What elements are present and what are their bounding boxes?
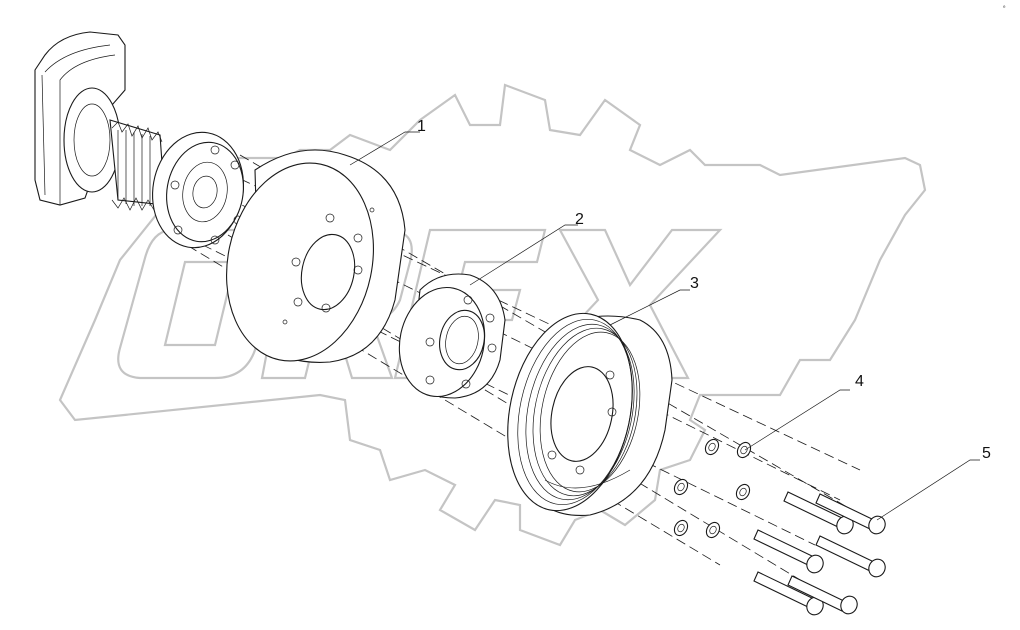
part-3-pulley [507, 312, 673, 516]
part-1-damper-disc [226, 149, 406, 363]
part-5-bolts [753, 491, 886, 616]
bolt [783, 491, 854, 535]
bolt [815, 493, 886, 535]
engine-housing-crankshaft [34, 31, 166, 211]
callout-4-label: 4 [855, 373, 864, 390]
callout-2-label: 2 [575, 211, 584, 228]
washer [736, 441, 752, 459]
bolt [753, 529, 824, 574]
callout-leaders [349, 131, 980, 521]
part-4-washers [673, 438, 752, 539]
washer [673, 478, 689, 496]
washer [705, 521, 721, 539]
callout-5-label: 5 [982, 445, 991, 462]
corner-mark: e [1003, 4, 1006, 9]
bolt [787, 575, 858, 615]
callout-3-label: 3 [690, 275, 699, 292]
crankshaft-flange [152, 131, 244, 249]
bolt [753, 571, 824, 616]
part-2-spacer-hub [398, 273, 506, 399]
washer [735, 483, 751, 501]
watermark-gear [58, 83, 927, 547]
bolt [815, 535, 886, 578]
washer [704, 438, 720, 456]
crankshaft-gear-teeth [111, 121, 163, 211]
washer [673, 519, 689, 537]
callout-1-label: 1 [417, 118, 426, 135]
